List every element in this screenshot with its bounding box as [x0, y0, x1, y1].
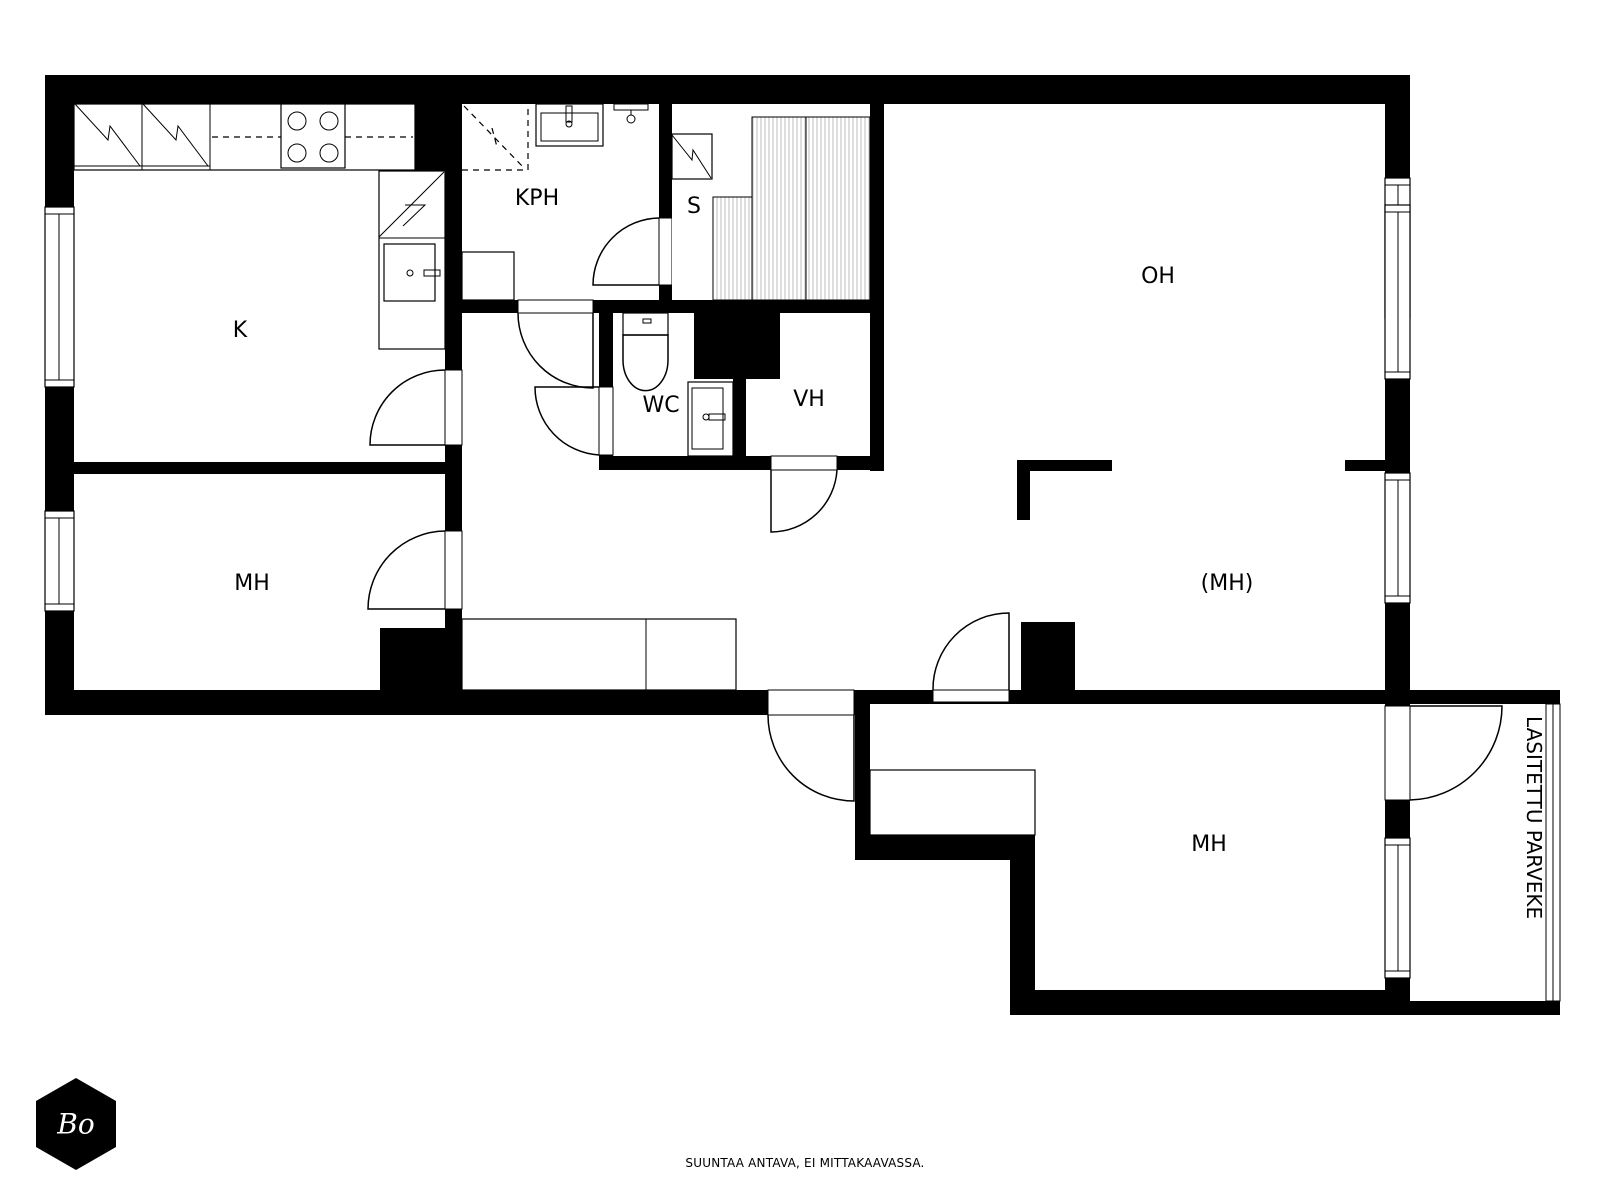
room-label-sauna: S [687, 194, 701, 219]
room-label-bathroom: KPH [515, 186, 559, 211]
room-label-toilet: WC [642, 393, 679, 418]
sauna-fixtures [671, 116, 871, 301]
toilet-fixtures [622, 312, 734, 457]
room-label-bedroom-west: MH [234, 571, 270, 596]
hexagon-logo-icon [36, 1078, 116, 1170]
kitchen-fixtures [73, 103, 446, 350]
brand-logo: Bo [36, 1078, 116, 1170]
room-label-wardrobe: VH [793, 387, 825, 412]
room-label-living-room: OH [1141, 264, 1175, 289]
hall-storage [461, 618, 737, 691]
room-label-bedroom-south: MH [1191, 832, 1227, 857]
logo-text: Bo [56, 1108, 94, 1141]
bathroom-fixtures [461, 103, 649, 301]
room-label-bedroom-optional: (MH) [1201, 571, 1254, 596]
room-label-glazed-balcony: LASITETTU PARVEKE [1522, 716, 1546, 919]
room-labels: K KPH S OH WC VH MH (MH) MH LASITETTU PA… [233, 186, 1546, 919]
disclaimer-text: SUUNTAA ANTAVA, EI MITTAKAAVASSA. [685, 1156, 925, 1170]
bedroom-wardrobe [869, 769, 1036, 836]
room-label-kitchen: K [233, 318, 248, 343]
doors [367, 217, 1503, 802]
windows [44, 177, 1561, 1002]
